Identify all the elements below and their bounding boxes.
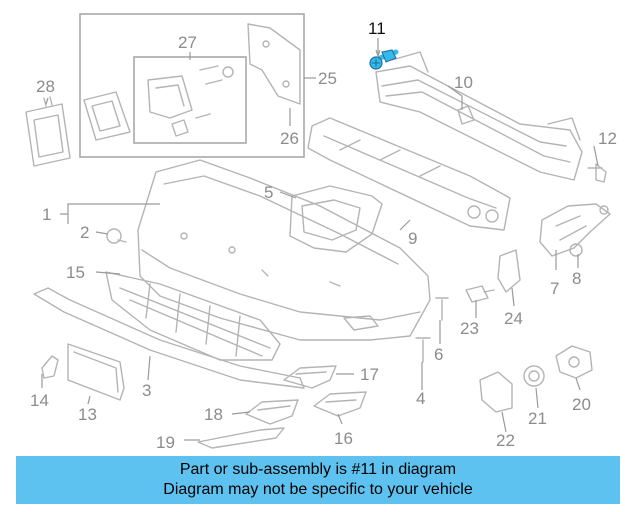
callout-12[interactable]: 12 bbox=[598, 129, 617, 148]
part-28-lamp-frame bbox=[25, 96, 71, 167]
callout-25[interactable]: 25 bbox=[318, 69, 337, 88]
callout-23[interactable]: 23 bbox=[460, 319, 479, 338]
callout-1[interactable]: 1 bbox=[42, 205, 51, 224]
callout-22[interactable]: 22 bbox=[496, 431, 515, 450]
callout-14[interactable]: 14 bbox=[30, 391, 49, 410]
part-27-sensor-bracket bbox=[83, 65, 234, 141]
callout-24[interactable]: 24 bbox=[504, 309, 523, 328]
part-25-mount-plate bbox=[247, 23, 301, 105]
callout-5[interactable]: 5 bbox=[264, 183, 273, 202]
part-6-screw bbox=[435, 297, 449, 321]
part-10-reinforcement-bar bbox=[375, 51, 583, 181]
callout-labels: 11 10 12 27 25 26 28 5 9 1 2 15 8 7 24 2… bbox=[30, 19, 617, 452]
part-2-clip bbox=[106, 228, 127, 244]
parts-diagram: 11 10 12 27 25 26 28 5 9 1 2 15 8 7 24 2… bbox=[25, 13, 617, 452]
callout-3[interactable]: 3 bbox=[142, 381, 151, 400]
part-16-trim-grille bbox=[313, 391, 367, 417]
callout-6[interactable]: 6 bbox=[434, 345, 443, 364]
callout-13[interactable]: 13 bbox=[78, 405, 97, 424]
callout-17[interactable]: 17 bbox=[360, 365, 379, 384]
part-13-plate-holder bbox=[67, 343, 125, 401]
part-11-bolt bbox=[369, 49, 399, 70]
part-24-bracket bbox=[497, 249, 521, 293]
callout-7[interactable]: 7 bbox=[550, 279, 559, 298]
part-21-ring bbox=[523, 365, 545, 387]
part-12-bolt bbox=[587, 163, 607, 183]
callout-18[interactable]: 18 bbox=[204, 405, 223, 424]
part-4-screw bbox=[415, 337, 431, 363]
part-8-side-bracket bbox=[539, 203, 611, 257]
part-14-clip bbox=[41, 355, 59, 379]
leader-lines bbox=[41, 38, 599, 441]
callout-28[interactable]: 28 bbox=[36, 77, 55, 96]
banner-line-2: Diagram may not be specific to your vehi… bbox=[163, 481, 473, 498]
part-17-trim-grille bbox=[283, 365, 337, 389]
part-5-center-bracket bbox=[289, 185, 383, 253]
part-20-sensor bbox=[555, 345, 593, 379]
part-9-absorber bbox=[307, 117, 511, 231]
callout-9[interactable]: 9 bbox=[408, 229, 417, 248]
part-1-bumper-cover bbox=[137, 159, 431, 341]
callout-15[interactable]: 15 bbox=[66, 263, 85, 282]
info-banner: Part or sub-assembly is #11 in diagram D… bbox=[16, 456, 620, 504]
callout-11[interactable]: 11 bbox=[368, 19, 386, 38]
callout-26[interactable]: 26 bbox=[280, 129, 299, 148]
callout-20[interactable]: 20 bbox=[572, 395, 591, 414]
callout-10[interactable]: 10 bbox=[454, 73, 473, 92]
part-15-grille bbox=[105, 271, 281, 361]
part-3-spoiler bbox=[33, 287, 305, 389]
callout-2[interactable]: 2 bbox=[80, 223, 89, 242]
part-18-trim-grille bbox=[245, 399, 299, 425]
part-22-holder bbox=[479, 371, 513, 413]
callout-16[interactable]: 16 bbox=[334, 429, 353, 448]
banner-line-1: Part or sub-assembly is #11 in diagram bbox=[179, 461, 457, 478]
callout-8[interactable]: 8 bbox=[572, 269, 581, 288]
callout-19[interactable]: 19 bbox=[156, 433, 175, 452]
callout-27[interactable]: 27 bbox=[178, 33, 197, 52]
part-19-trim-strip bbox=[197, 427, 285, 449]
callout-4[interactable]: 4 bbox=[416, 389, 425, 408]
callout-21[interactable]: 21 bbox=[528, 409, 547, 428]
part-23-sensor bbox=[465, 285, 495, 303]
